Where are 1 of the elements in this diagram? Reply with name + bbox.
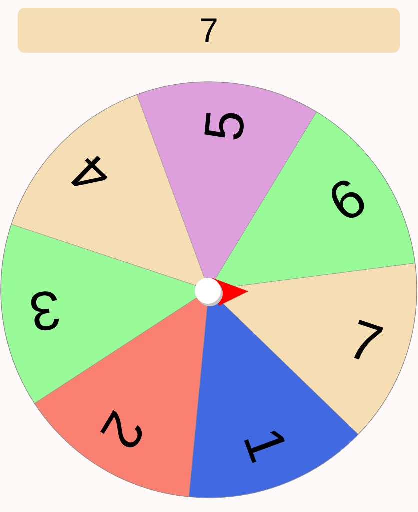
- result-display: 7: [18, 8, 400, 53]
